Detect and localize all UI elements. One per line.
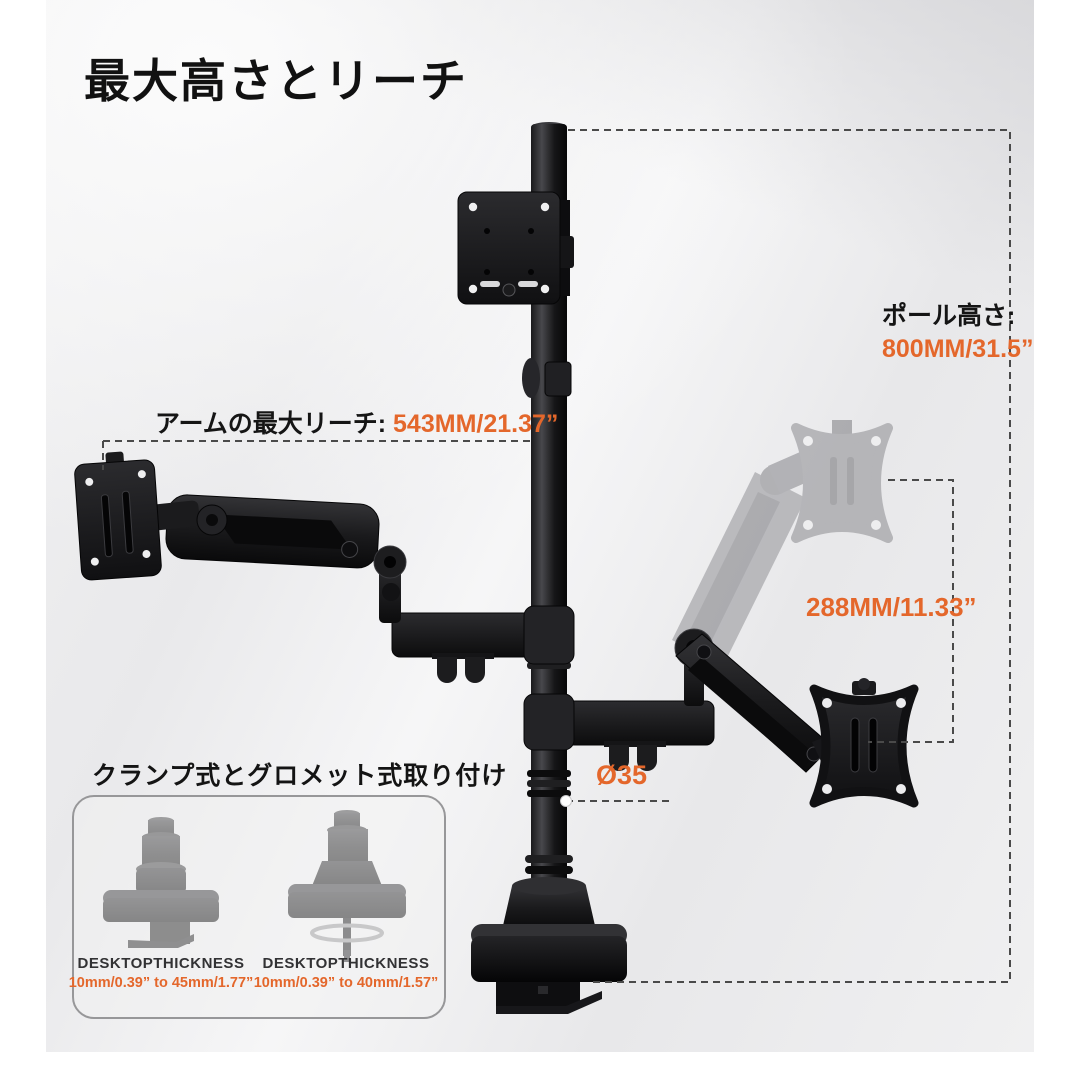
page-title: 最大高さとリーチ: [84, 55, 468, 107]
pole-diameter-value: Ø35: [596, 760, 648, 790]
pole-height-value: 800MM/31.5”: [882, 335, 1034, 363]
pole: [522, 122, 573, 882]
cable-clip: [609, 745, 629, 771]
ghost-arm-raised: [672, 420, 893, 666]
right-vesa-plate: [809, 678, 919, 808]
cable-clip-right: [544, 361, 572, 397]
grommet-thickness-label: DESKTOPTHICKNESS: [262, 955, 430, 972]
left-gas-arm: [150, 494, 407, 623]
arm-reach-annotation: アームの最大リーチ: 543MM/21.37”: [155, 404, 558, 440]
clamp-thickness-value: 10mm/0.39” to 45mm/1.77”: [68, 975, 254, 991]
cable-clip: [637, 745, 657, 771]
pole-height-annotation: ポール高さ: 800MM/31.5”: [882, 300, 1033, 366]
top-vesa-plate: [457, 191, 574, 305]
mounting-section-title: クランプ式とグロメット式取り付け: [92, 762, 508, 790]
arm-reach-label: アームの最大リーチ:: [155, 410, 394, 438]
cable-clip: [437, 657, 457, 683]
arm-reach-value: 543MM/21.37”: [393, 410, 559, 438]
lift-range-value: 288MM/11.33”: [806, 592, 977, 622]
grommet-thickness-note: DESKTOPTHICKNESS 10mm/0.39” to 40mm/1.57…: [221, 955, 471, 991]
base-clamp: [471, 877, 627, 1014]
lift-range-dash-line: [868, 479, 954, 743]
clamp-thickness-label: DESKTOPTHICKNESS: [77, 955, 245, 972]
mounting-options-box: [72, 795, 446, 1019]
ghost-vesa-plate: [791, 420, 893, 543]
left-link-arm: [391, 605, 575, 683]
left-vesa-plate: [74, 451, 162, 581]
cable-clip-left: [522, 358, 540, 398]
pole-height-dash-line: [568, 129, 1011, 983]
diameter-point-dot: [560, 795, 572, 807]
right-link-arm: [523, 693, 715, 771]
lift-range-annotation: 288MM/11.33”: [806, 592, 977, 623]
clamp-thickness-note: DESKTOPTHICKNESS 10mm/0.39” to 45mm/1.77…: [36, 955, 286, 991]
pole-height-label: ポール高さ:: [882, 302, 1016, 330]
pole-diameter-annotation: Ø35: [596, 760, 647, 791]
cable-clip: [465, 657, 485, 683]
grommet-thickness-value: 10mm/0.39” to 40mm/1.57”: [253, 975, 439, 991]
